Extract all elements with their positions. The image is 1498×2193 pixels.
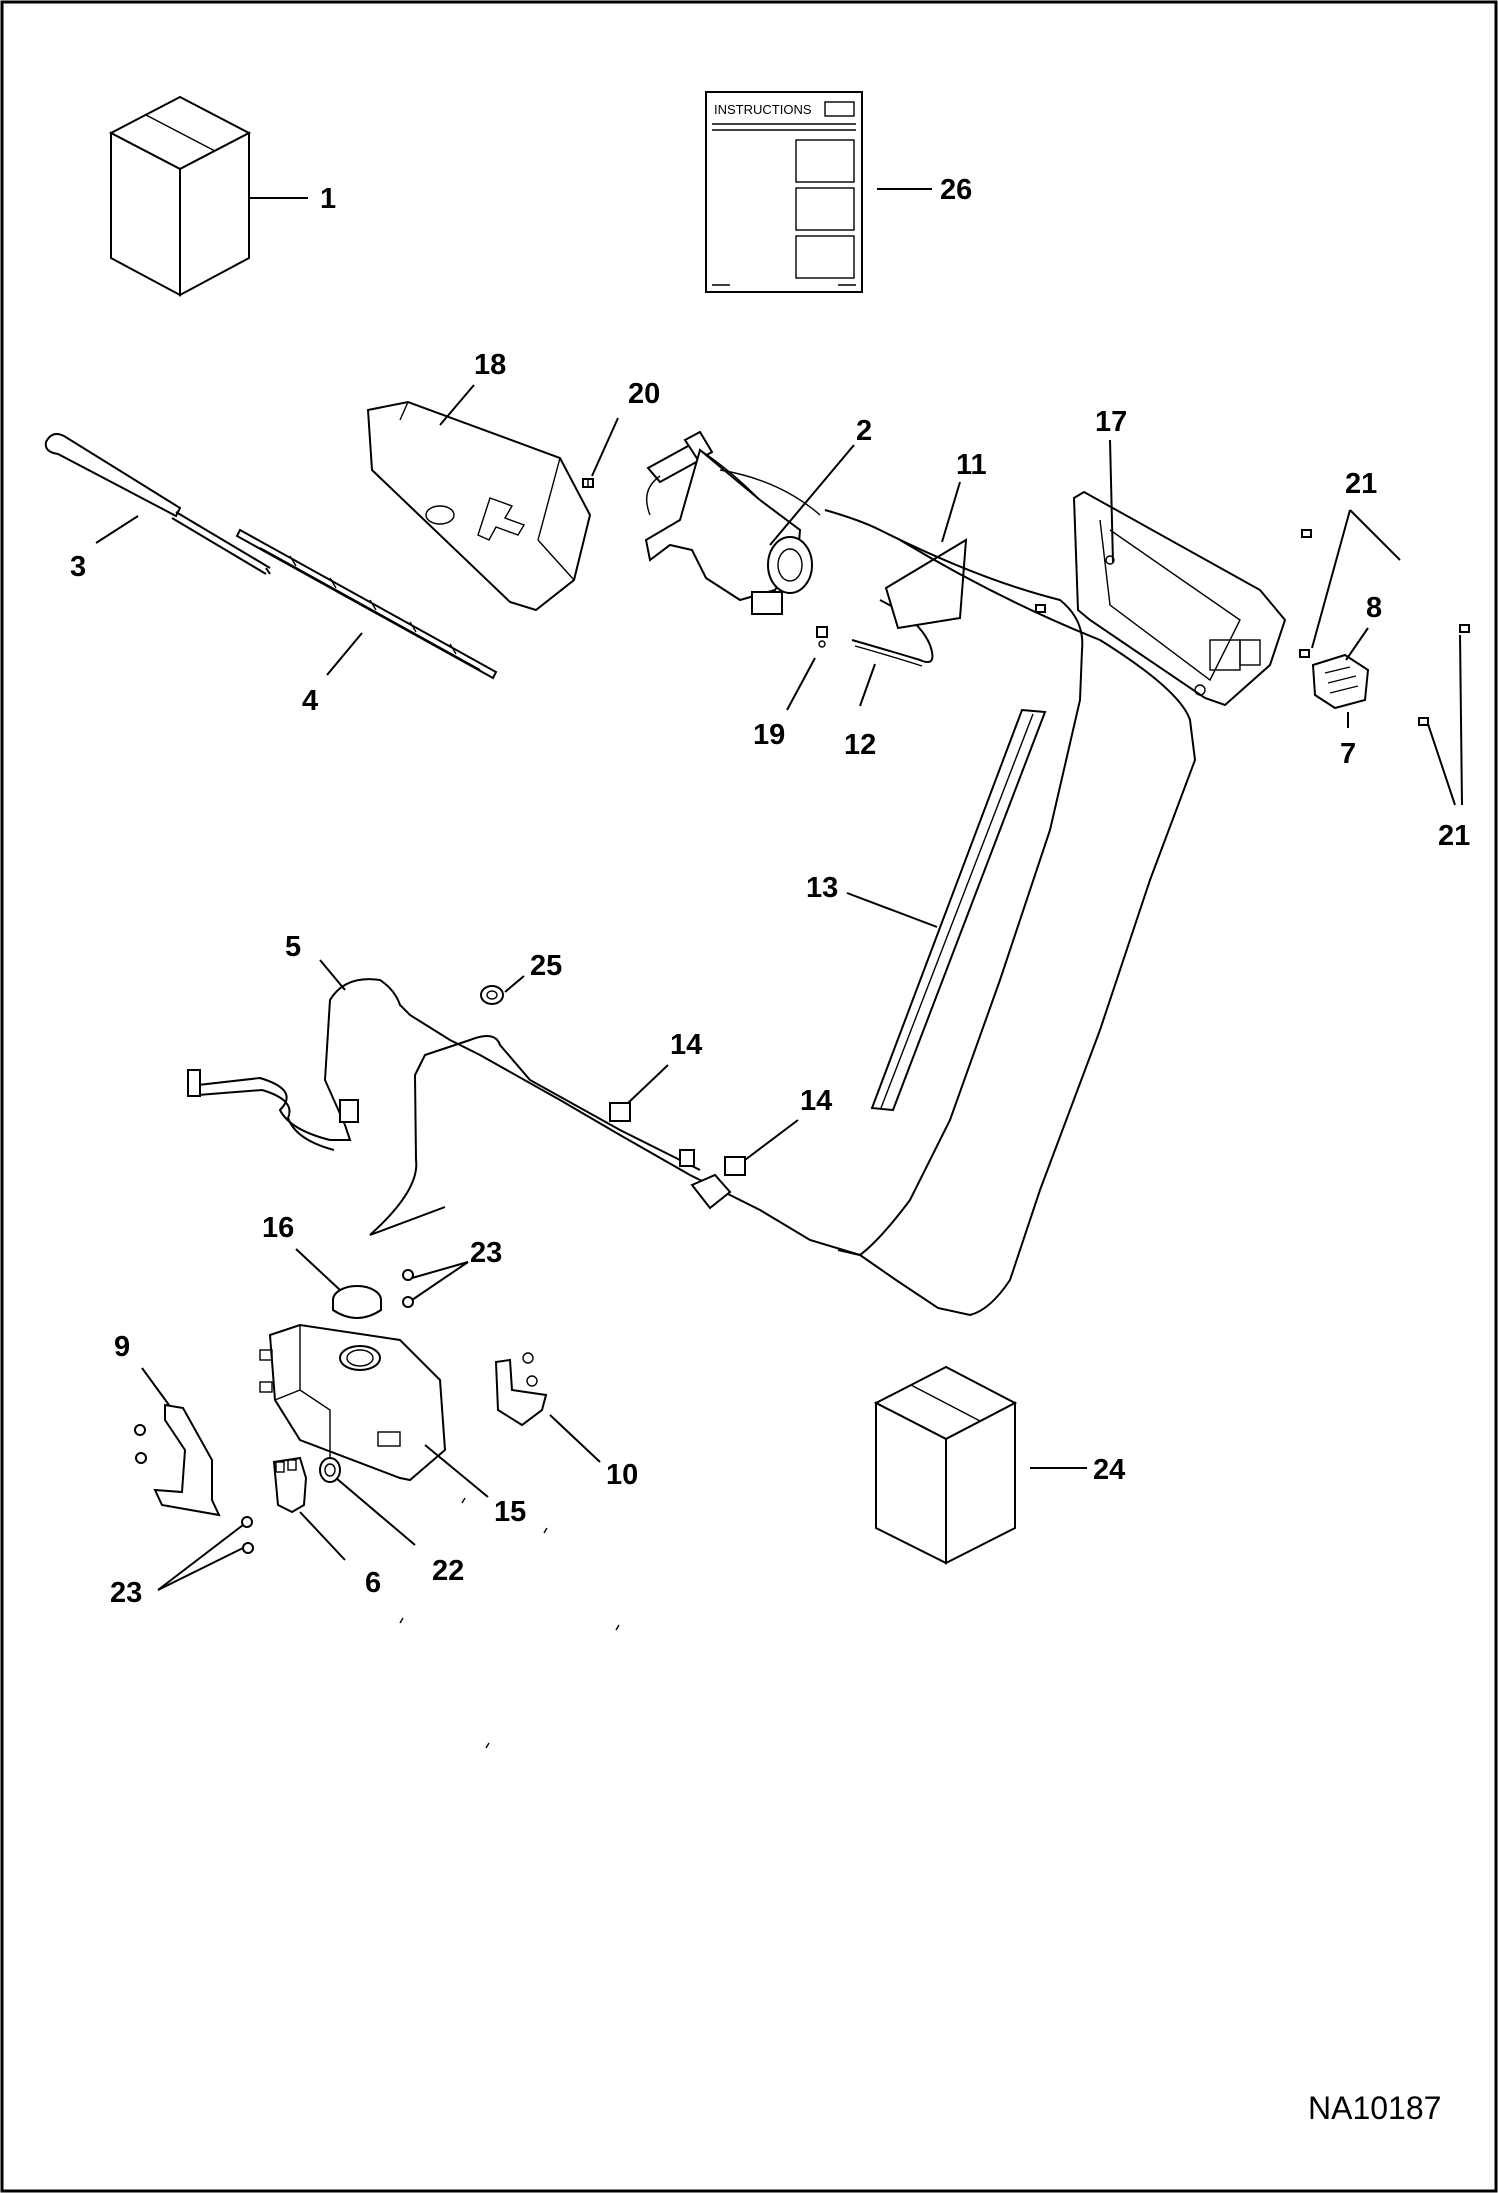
part-5-harness bbox=[187, 978, 861, 1256]
part-2-wiper-motor bbox=[644, 430, 821, 615]
callout-3: 3 bbox=[70, 551, 86, 583]
part-21-screws bbox=[1035, 529, 1470, 726]
callout-10: 10 bbox=[606, 1459, 638, 1491]
callout-21b: 21 bbox=[1438, 820, 1470, 852]
callout-14a: 14 bbox=[670, 1029, 702, 1061]
part-10-bracket bbox=[494, 1352, 548, 1427]
callout-22: 22 bbox=[432, 1555, 464, 1587]
callout-25: 25 bbox=[530, 950, 562, 982]
callout-8: 8 bbox=[1366, 592, 1382, 624]
callout-4: 4 bbox=[302, 685, 318, 717]
callout-13: 13 bbox=[806, 872, 838, 904]
instructions-title: INSTRUCTIONS bbox=[714, 102, 812, 117]
part-3-wiper-arm bbox=[44, 433, 271, 575]
part-20-screw bbox=[582, 478, 594, 488]
part-24-box bbox=[873, 1365, 1018, 1565]
callout-17: 17 bbox=[1095, 406, 1127, 438]
callout-26: 26 bbox=[940, 174, 972, 206]
part-6-pump bbox=[272, 1456, 308, 1514]
part-14-clips bbox=[609, 1102, 746, 1176]
figure-code: NA10187 bbox=[1308, 2090, 1441, 2126]
callout-7: 7 bbox=[1340, 738, 1356, 770]
part-18-cover bbox=[366, 400, 592, 612]
part-9-bracket bbox=[153, 1403, 221, 1517]
part-26-instructions-sheet: INSTRUCTIONS bbox=[705, 91, 863, 293]
callout-15: 15 bbox=[494, 1496, 526, 1528]
callout-20: 20 bbox=[628, 378, 660, 410]
part-19-fitting bbox=[816, 626, 828, 648]
part-22-seal bbox=[319, 1457, 341, 1483]
callout-2: 2 bbox=[856, 415, 872, 447]
callout-18: 18 bbox=[474, 349, 506, 381]
callout-16: 16 bbox=[262, 1212, 294, 1244]
part-8-switch bbox=[1311, 653, 1370, 710]
callout-21a: 21 bbox=[1345, 468, 1377, 500]
callout-1: 1 bbox=[320, 183, 336, 215]
callout-23b: 23 bbox=[110, 1577, 142, 1609]
callout-24: 24 bbox=[1093, 1454, 1125, 1486]
part-1-box bbox=[108, 95, 252, 297]
part-4-wiper-blade bbox=[235, 528, 498, 680]
callout-6: 6 bbox=[365, 1567, 381, 1599]
part-16-cap bbox=[332, 1285, 382, 1319]
part-25-grommet bbox=[480, 985, 504, 1005]
part-23-nuts bbox=[134, 1269, 414, 1554]
part-15-reservoir bbox=[259, 1323, 447, 1482]
callout-5: 5 bbox=[285, 931, 301, 963]
part-17-housing bbox=[1072, 490, 1287, 707]
callout-19: 19 bbox=[753, 719, 785, 751]
stray-marks bbox=[399, 1497, 620, 1749]
callout-11: 11 bbox=[956, 449, 987, 481]
part-13-strip bbox=[870, 708, 1047, 1112]
callout-9: 9 bbox=[114, 1331, 130, 1363]
callout-12: 12 bbox=[844, 729, 876, 761]
part-11-bracket-hose bbox=[824, 509, 1197, 1317]
callout-23a: 23 bbox=[470, 1237, 502, 1269]
callout-14b: 14 bbox=[800, 1085, 832, 1117]
